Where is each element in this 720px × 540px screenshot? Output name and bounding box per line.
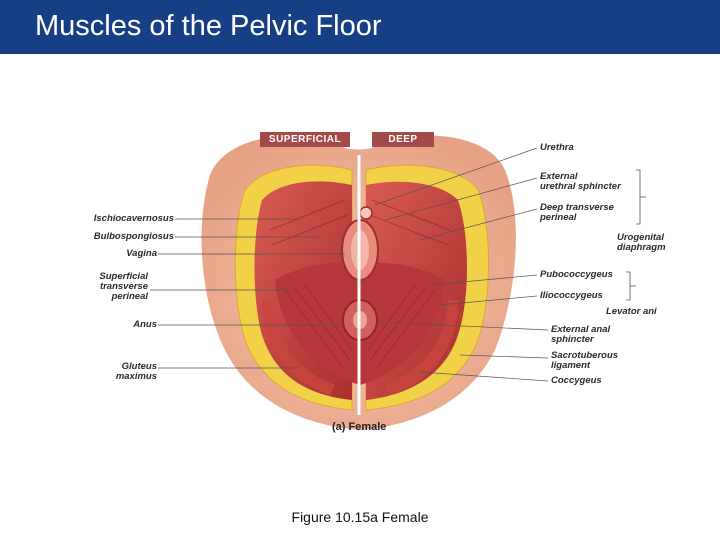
tab-deep: DEEP	[372, 132, 434, 147]
label-sacrotuberous-ligament: Sacrotuberous ligament	[551, 350, 619, 371]
label-anus: Anus	[133, 319, 157, 330]
page-title: Muscles of the Pelvic Floor	[35, 10, 382, 42]
figure-caption: Figure 10.15a Female	[291, 509, 429, 525]
label-levator-ani: Levator ani	[606, 306, 657, 317]
title-bar: Muscles of the Pelvic Floor	[0, 0, 720, 54]
urethra-opening	[359, 206, 373, 220]
label-ischiocavernosus: Ischiocavernosus	[93, 213, 174, 224]
panel-label: (a) Female	[332, 421, 387, 433]
label-urogenital-diaphragm: Urogenital diaphragm	[617, 232, 666, 253]
label-urethra: Urethra	[540, 142, 574, 153]
label-external-urethral-sphincter: External urethral sphincter	[540, 171, 621, 192]
label-bulbospongiosus: Bulbospongiosus	[93, 231, 174, 242]
label-iliococcygeus: Iliococcygeus	[540, 290, 603, 301]
label-coccygeus: Coccygeus	[551, 375, 602, 386]
label-superficial-transverse-perineal: Superficial transverse perineal	[99, 271, 148, 302]
label-gluteus-maximus: Gluteus maximus	[115, 361, 157, 382]
label-pubococcygeus: Pubococcygeus	[540, 269, 613, 280]
tab-superficial: SUPERFICIAL	[260, 132, 350, 147]
label-external-anal-sphincter: External anal sphincter	[551, 324, 611, 345]
label-deep-transverse-perineal: Deep transverse perineal	[540, 202, 614, 223]
label-vagina: Vagina	[126, 248, 157, 259]
